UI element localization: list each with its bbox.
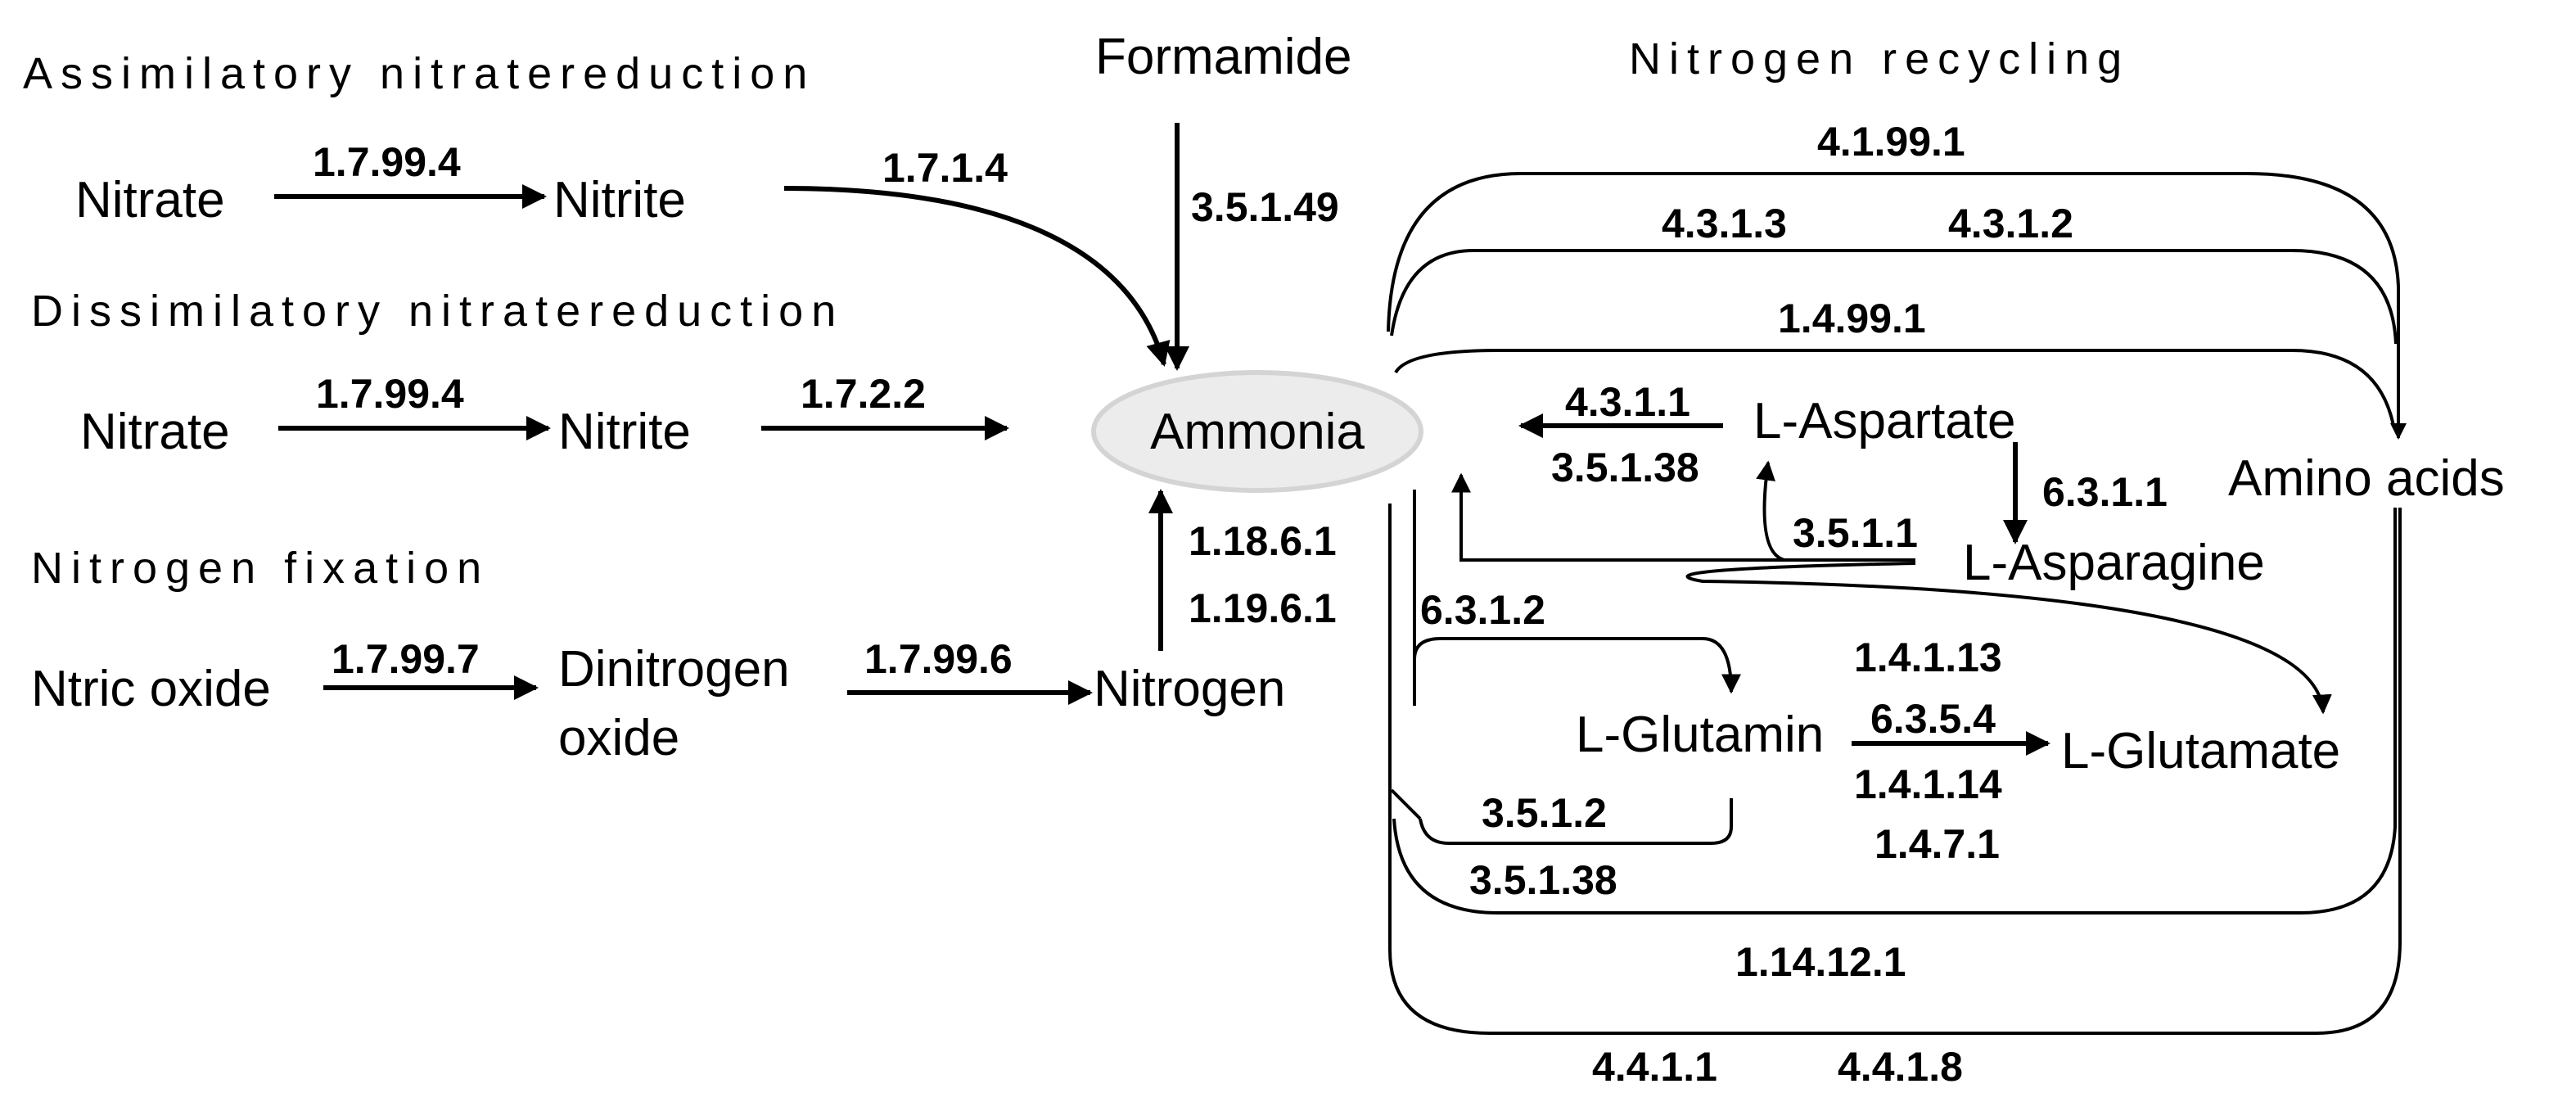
node-nitrate-assimilatory: Nitrate	[75, 172, 225, 228]
enzyme-1-19-6-1: 1.19.6.1	[1189, 585, 1337, 631]
node-nitrogen: Nitrogen	[1094, 661, 1285, 717]
arrow-nitrite-to-ammonia-a	[783, 186, 1171, 367]
loop-3-5-1-2	[1419, 798, 1733, 845]
section-fixation: Nitrogen fixation	[31, 544, 489, 593]
arrow-ammonia-to-glutamin	[1413, 637, 1741, 694]
loop-4-1-99-1	[1387, 172, 2407, 440]
loop-1-4-99-1	[1394, 349, 2395, 427]
enzyme-1-7-99-7: 1.7.99.7	[332, 636, 480, 682]
arrow-asparagine-to-aspartate	[1756, 460, 1785, 562]
enzyme-1-4-1-13: 1.4.1.13	[1854, 635, 2002, 680]
enzyme-1-7-1-4: 1.7.1.4	[882, 145, 1008, 191]
node-l-glutamate: L-Glutamate	[2061, 723, 2340, 779]
node-nitrite-dissimilatory: Nitrite	[558, 404, 691, 460]
enzyme-1-7-99-4-dissimilatory: 1.7.99.4	[316, 371, 464, 417]
node-formamide: Formamide	[1095, 29, 1352, 85]
section-assimilatory: Assimilatory nitratereduction	[23, 49, 815, 98]
node-nitrite-assimilatory: Nitrite	[553, 172, 686, 228]
loop-4-3-1-3	[1390, 249, 2398, 345]
enzyme-4-4-1-8: 4.4.1.8	[1838, 1044, 1963, 1090]
enzyme-1-18-6-1: 1.18.6.1	[1189, 518, 1337, 564]
arrow-asparagine-to-glutamate	[1685, 562, 2332, 715]
enzyme-4-4-1-1: 4.4.1.1	[1592, 1044, 1717, 1090]
section-recycling: Nitrogen recycling	[1629, 34, 2130, 84]
enzyme-6-3-1-2: 6.3.1.2	[1420, 587, 1545, 633]
enzyme-1-14-12-1: 1.14.12.1	[1735, 939, 1906, 985]
enzyme-3-5-1-2: 3.5.1.2	[1482, 790, 1607, 836]
enzyme-3-5-1-49: 3.5.1.49	[1191, 184, 1339, 230]
enzyme-1-4-99-1: 1.4.99.1	[1778, 296, 1926, 341]
arrow-asparagine-to-ammonia	[1451, 472, 1915, 562]
enzyme-1-4-1-14: 1.4.1.14	[1854, 761, 2002, 807]
node-nitric-oxide: Ntric oxide	[31, 661, 271, 717]
loop-3-5-1-38-b	[1392, 508, 2397, 915]
node-ammonia: Ammonia	[1150, 404, 1365, 460]
enzyme-1-4-7-1: 1.4.7.1	[1874, 821, 2000, 867]
tick-3-5-1-2	[1390, 788, 1422, 820]
ammonia-ellipse	[1091, 370, 1423, 493]
enzyme-3-5-1-38-glutamin: 3.5.1.38	[1469, 857, 1617, 903]
enzyme-1-7-99-6: 1.7.99.6	[864, 636, 1013, 682]
enzyme-1-7-2-2: 1.7.2.2	[801, 371, 926, 417]
node-l-glutamin: L-Glutamin	[1576, 707, 1824, 763]
enzyme-1-7-99-4-assimilatory: 1.7.99.4	[313, 139, 461, 185]
enzyme-4-3-1-2: 4.3.1.2	[1948, 201, 2073, 246]
enzyme-4-3-1-1: 4.3.1.1	[1565, 379, 1690, 425]
section-dissimilatory: Dissimilatory nitratereduction	[31, 287, 844, 336]
node-l-aspartate: L-Aspartate	[1753, 393, 2016, 449]
enzyme-3-5-1-1: 3.5.1.1	[1793, 510, 1918, 556]
enzyme-4-1-99-1: 4.1.99.1	[1817, 119, 1965, 165]
node-l-asparagine: L-Asparagine	[1963, 535, 2265, 591]
node-amino-acids: Amino acids	[2228, 450, 2505, 507]
node-dinitrogen-oxide-line1: Dinitrogen	[558, 641, 790, 698]
node-dinitrogen-oxide-line2: oxide	[558, 710, 679, 766]
loop-4-4-1-1	[1388, 504, 2402, 1035]
enzyme-3-5-1-38-aspartate: 3.5.1.38	[1551, 445, 1699, 490]
enzyme-4-3-1-3: 4.3.1.3	[1662, 201, 1787, 246]
enzyme-6-3-1-1: 6.3.1.1	[2042, 469, 2168, 515]
node-nitrate-dissimilatory: Nitrate	[80, 404, 230, 460]
enzyme-6-3-5-4: 6.3.5.4	[1870, 696, 1996, 742]
